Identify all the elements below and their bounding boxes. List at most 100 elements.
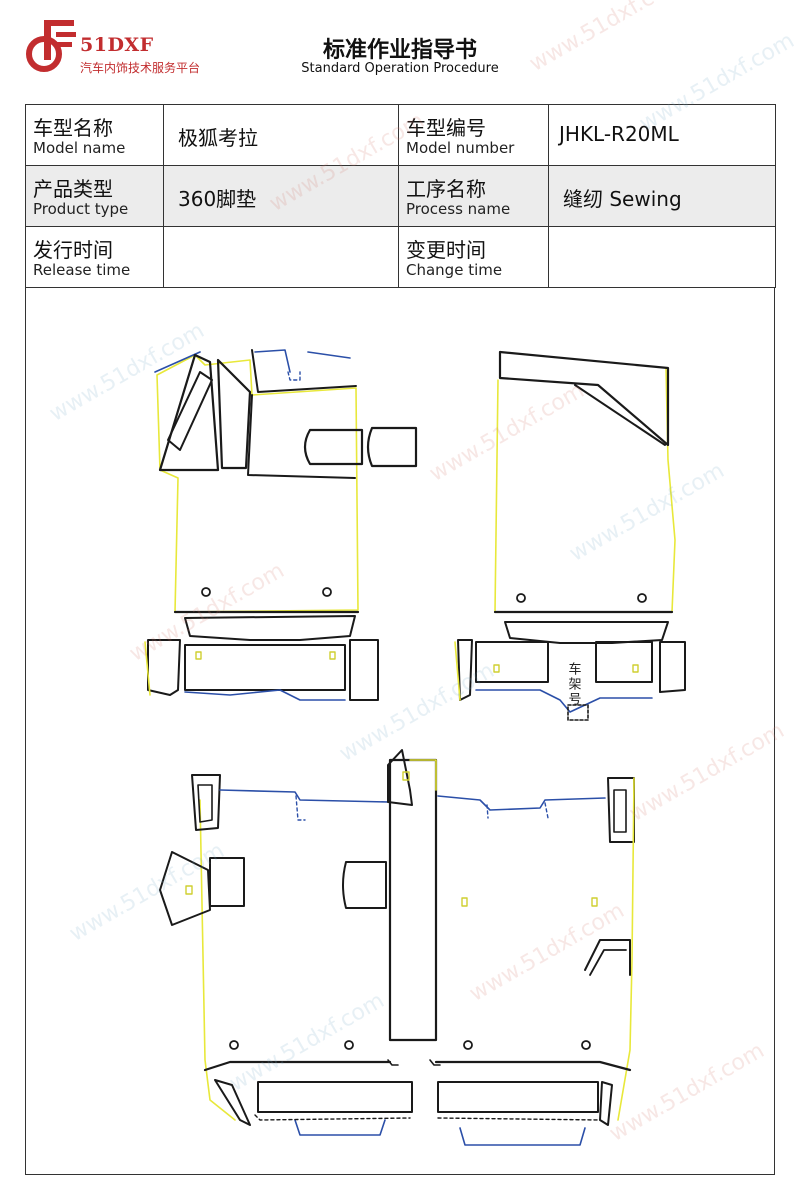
document-subtitle: Standard Operation Procedure [301,61,499,76]
mat-edge-blue [459,1127,586,1146]
mat-outline [567,704,589,721]
product-type-label-en: Product type [33,200,129,218]
mat-hole [201,587,211,597]
mat-hole [637,593,647,603]
mat-marker [632,664,639,673]
mat-hole [344,1040,354,1050]
mat-outline [147,639,181,696]
mat-outline [209,857,245,907]
mat-edge-yellow [617,777,635,1121]
mat-marker [402,771,410,781]
mat-hole [581,1040,591,1050]
model-name-value: 极狐考拉 [178,126,258,150]
mat-marker [195,651,202,660]
rear-mat [159,749,635,1146]
model-number-value-cell: JHKL-R20ML [548,104,776,166]
mat-outline [247,394,356,479]
process-name-label-zh: 工序名称 [406,177,486,201]
model-number-label-zh: 车型编号 [406,116,486,140]
mat-outline [584,939,631,976]
process-name-label-en: Process name [406,200,511,218]
drawing-frame [25,287,775,1175]
document-title: 标准作业指导书 [322,38,477,63]
change-time-label-zh: 变更时间 [406,238,486,262]
product-type-label-zh: 产品类型 [33,177,113,201]
mat-outline [595,641,653,683]
mat-edge-yellow [199,799,236,1121]
mat-edge-yellow [454,641,461,701]
process-name-value-cell: 缝纫 Sewing [548,165,776,227]
mat-marker [493,664,500,673]
mat-outline [251,349,357,393]
change-time-label-en: Change time [406,261,503,279]
driver-front-mat [144,349,418,701]
product-type-value-cell: 360脚垫 [163,165,399,227]
brand-logo-icon [26,20,76,72]
release-time-value-cell [163,226,399,288]
mat-edge-blue [219,789,389,803]
mat-outline [184,644,346,691]
mat-outline [303,428,364,466]
mat-outline [437,1081,599,1113]
mat-outline [659,641,686,693]
mat-outline [349,639,379,701]
mat-outline [257,1081,413,1113]
mat-edge-blue [154,349,351,373]
mat-edge-blue [184,689,346,701]
mat-edge-yellow [494,367,676,613]
model-number-label-en: Model number [406,139,515,157]
mat-marker [461,897,468,907]
mat-outline [387,1059,441,1066]
brand-tagline: 汽车内饰技术服务平台 [80,61,201,75]
mat-outline [159,851,211,926]
mat-outline [158,353,220,472]
model-name-value-cell: 极狐考拉 [163,104,399,166]
release-time-label-en: Release time [33,261,131,279]
mat-outline [203,1060,632,1072]
mat-edge-blue [475,689,653,713]
process-name-value: 缝纫 Sewing [563,187,682,211]
mat-outline [388,758,438,1042]
mat-outline [191,774,221,831]
mat-outline [475,641,549,683]
frame-number-label: 车架号 [566,661,582,707]
release-time-label-zh: 发行时间 [33,238,113,262]
mat-outline [457,639,473,701]
mat-edge-yellow [144,641,151,696]
mat-outline [498,350,670,447]
mat-outline [574,384,666,446]
mat-outline [589,949,627,976]
mat-outline [504,621,669,644]
mat-outline [437,1117,601,1121]
mat-outline [184,615,356,641]
model-name-label-en: Model name [33,139,126,157]
change-time-value-cell [548,226,776,288]
mat-outline [197,784,213,823]
mat-outline [613,789,627,833]
mat-outline [599,1081,613,1126]
model-name-label-zh: 车型名称 [33,116,113,140]
mat-edge-yellow [409,759,437,791]
mat-hole [322,587,332,597]
mat-outline [254,1114,411,1121]
mat-hole [463,1040,473,1050]
mat-marker [329,651,336,660]
mat-edge-blue [437,795,606,811]
mat-hole [516,593,526,603]
mat-marker [185,885,193,895]
model-number-value: JHKL-R20ML [559,122,679,146]
passenger-front-mat [454,350,686,721]
mat-outline [216,358,252,470]
mat-outline [366,426,418,468]
mat-outline [387,749,413,806]
mat-outline [167,371,213,451]
